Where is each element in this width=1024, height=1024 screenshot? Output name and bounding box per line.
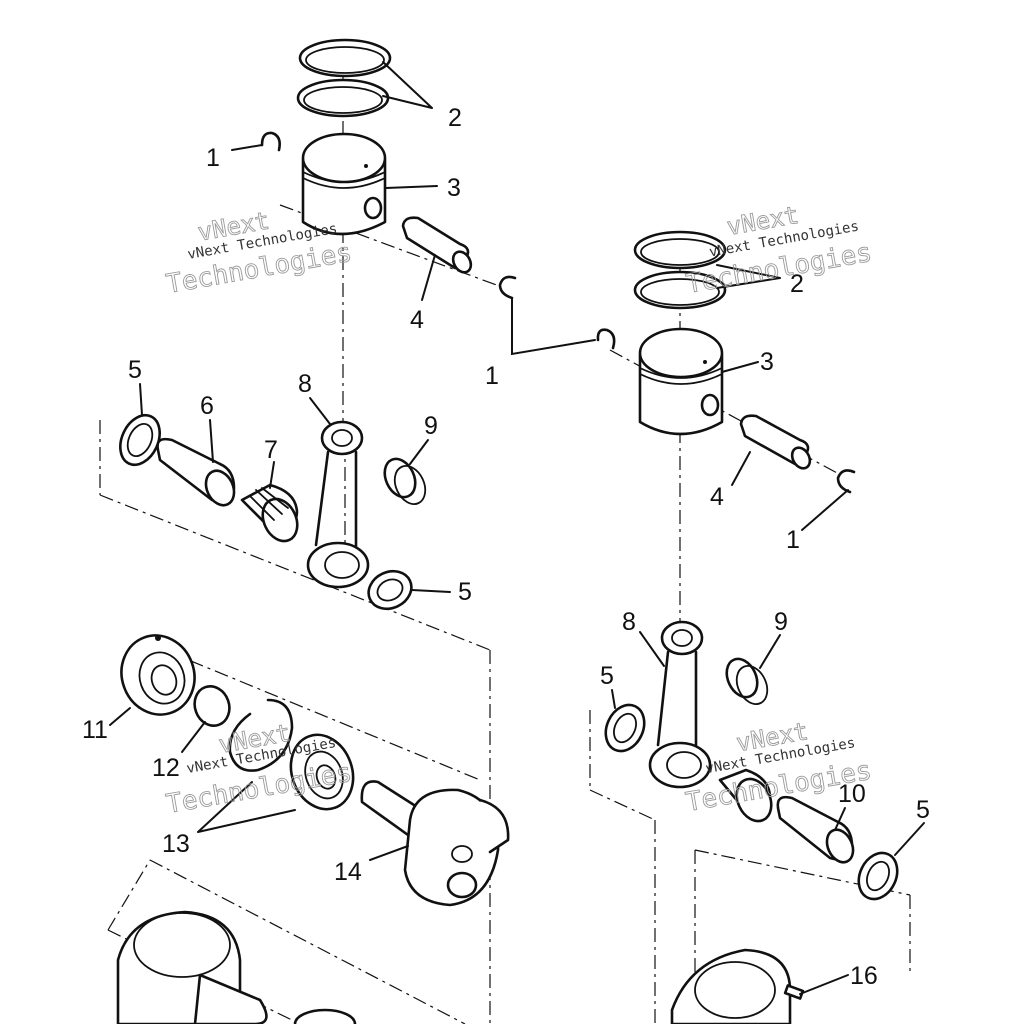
callout-8-right: 8 — [622, 608, 636, 636]
callout-4-left: 4 — [410, 306, 424, 334]
callout-9-right: 9 — [774, 608, 788, 636]
snap-ring-left — [193, 685, 231, 727]
callout-2-left: 2 — [448, 104, 462, 132]
thrust-washer-right-b — [857, 851, 899, 901]
callout-7: 7 — [264, 436, 278, 464]
circlip-left-lower — [498, 275, 517, 300]
callout-1-middle: 1 — [485, 362, 499, 390]
callout-12: 12 — [152, 754, 180, 782]
main-bearing-left-inner — [289, 733, 355, 811]
thrust-washer-left-b — [367, 569, 413, 611]
callout-5-left-b: 5 — [458, 578, 472, 606]
connecting-rod-right — [648, 620, 712, 789]
needle-bearing-left-big — [240, 483, 299, 543]
needle-bearing-right-small — [725, 657, 769, 705]
crank-pin-right — [776, 795, 855, 864]
leader-lines — [109, 61, 925, 995]
callout-1-left-upper: 1 — [206, 144, 220, 172]
callout-4-right: 4 — [710, 483, 724, 511]
circlip-right-upper — [596, 328, 616, 350]
connecting-rod-left — [306, 420, 370, 589]
callout-10: 10 — [838, 780, 866, 808]
callout-13: 13 — [162, 830, 190, 858]
needle-bearing-right-big — [718, 768, 773, 823]
callout-8-left: 8 — [298, 370, 312, 398]
callout-6: 6 — [200, 392, 214, 420]
piston-left — [301, 132, 387, 236]
callout-9-left: 9 — [424, 412, 438, 440]
callout-5-right-b: 5 — [916, 796, 930, 824]
retaining-ring-left — [228, 698, 294, 772]
callout-14: 14 — [334, 858, 362, 886]
callout-1-right-lower: 1 — [786, 526, 800, 554]
piston-pin-left — [401, 216, 473, 274]
circlip-right-lower — [836, 469, 856, 494]
thrust-washer-left-a — [119, 413, 161, 467]
needle-bearing-left-small — [383, 457, 427, 505]
piston-ring-right-top — [633, 230, 727, 270]
callout-5-left-a: 5 — [128, 356, 142, 384]
callout-2-right: 2 — [790, 270, 804, 298]
crank-pin-left — [156, 437, 236, 507]
crankshaft-web-bottom-right — [670, 948, 792, 1024]
thrust-washer-right-a — [604, 703, 646, 753]
callout-3-right: 3 — [760, 348, 774, 376]
main-bearing-left-outer — [120, 634, 196, 716]
callout-labels: 1 2 3 4 1 2 3 4 1 5 6 7 8 9 5 8 9 5 10 5… — [82, 104, 930, 990]
piston-ring-right-bottom — [633, 270, 727, 310]
woodruff-key — [783, 984, 805, 1000]
piston-pin-right — [739, 414, 812, 470]
piston-ring-left-bottom — [296, 78, 390, 118]
callout-5-right-a: 5 — [600, 662, 614, 690]
piston-ring-left-top — [298, 38, 392, 78]
callout-11: 11 — [82, 716, 108, 744]
circlip-left-upper — [260, 131, 281, 152]
piston-right — [638, 327, 724, 436]
callout-16: 16 — [850, 962, 878, 990]
crankshaft-web-bottom-left — [116, 910, 357, 1024]
callout-3-left: 3 — [447, 174, 461, 202]
crankshaft-half-left — [360, 780, 510, 907]
